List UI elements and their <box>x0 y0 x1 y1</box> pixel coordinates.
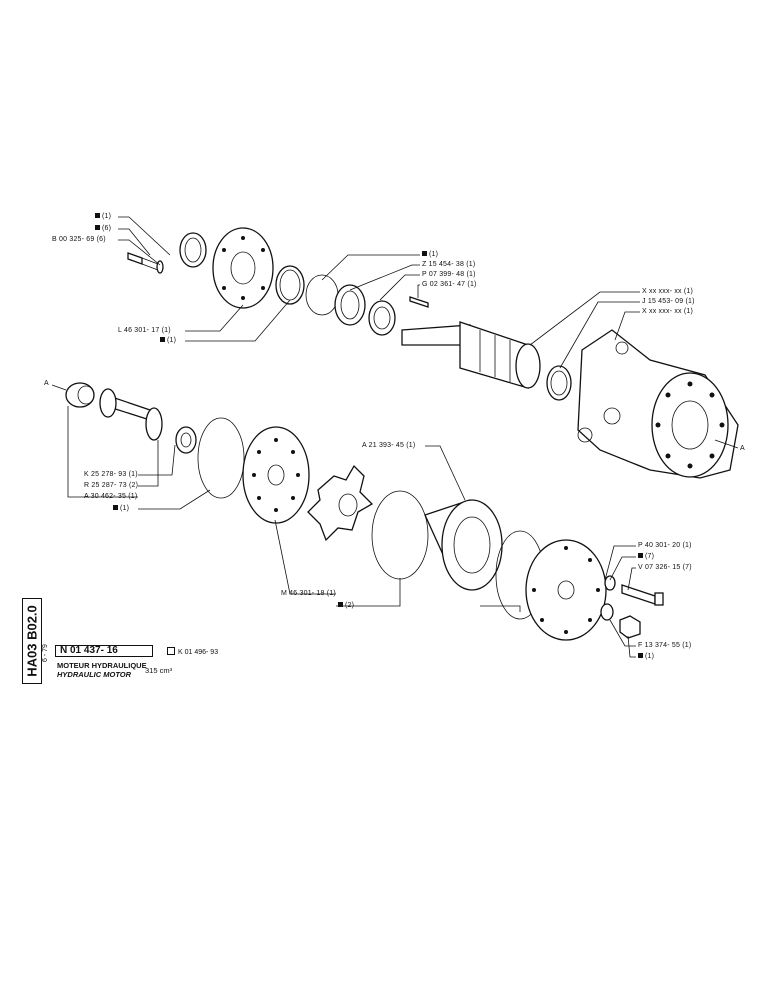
callout-l_b00: B 00 325- 69 (6) <box>52 236 106 243</box>
callout-l_sq1_c: (1) <box>160 337 176 345</box>
filled-square-icon <box>638 553 643 558</box>
bearing-cap <box>65 382 95 408</box>
axis-marker-left: A <box>44 380 49 387</box>
part-number-box: N 01 437- 16 <box>55 645 153 657</box>
callout-l_f13: F 13 374- 55 (1) <box>638 642 692 649</box>
callout-l_x1: X xx xxx- xx (1) <box>642 288 694 295</box>
callout-l_g02: G 02 361- 47 (1) <box>422 281 477 288</box>
filled-square-icon <box>638 653 643 658</box>
axis-marker-right: A <box>740 445 745 452</box>
callout-l_p07: P 07 399- 48 (1) <box>422 271 476 278</box>
o-ring-3 <box>197 417 245 499</box>
callout-l_sq2: (2) <box>338 602 354 610</box>
kit-reference: K 01 496- 93 <box>167 647 218 656</box>
shaft-seal-ring <box>546 365 572 401</box>
callout-l_sq1_d: (1) <box>113 505 129 513</box>
revision-date: 6 - 79 <box>42 644 49 662</box>
thrust-washer <box>334 284 366 326</box>
callout-l_x2: X xx xxx- xx (1) <box>642 308 694 315</box>
o-ring-4 <box>371 490 429 580</box>
end-cover <box>525 539 607 641</box>
sheet-code-box: HA03 B02.0 <box>22 598 42 684</box>
motor-housing <box>577 329 739 479</box>
callout-l_v07: V 07 326- 15 (7) <box>638 564 692 571</box>
callout-l_l46: L 46 301- 17 (1) <box>118 327 171 334</box>
filled-square-icon <box>338 602 343 607</box>
displacement: 315 cm³ <box>145 666 173 675</box>
callout-l_a30: A 30 462- 35 (1) <box>84 493 138 500</box>
needle-bearing <box>368 300 396 336</box>
front-flange <box>212 227 274 309</box>
callout-l_sq1_a: (1) <box>95 213 111 221</box>
stator-ring <box>424 499 503 591</box>
callout-l_a21: A 21 393- 45 (1) <box>362 442 416 449</box>
filled-square-icon <box>160 337 165 342</box>
callout-l_z15: Z 15 454- 38 (1) <box>422 261 476 268</box>
callout-l_r25: R 25 287- 73 (2) <box>84 482 139 489</box>
callout-l_sq6: (6) <box>95 225 111 233</box>
callout-l_p40: P 40 301- 20 (1) <box>638 542 692 549</box>
key-pin <box>409 296 429 308</box>
valve-plate <box>242 426 310 524</box>
filled-square-icon <box>113 505 118 510</box>
washer-plug <box>600 603 641 639</box>
washer-cover-screw <box>604 575 664 606</box>
drive-shaft-gear <box>99 388 163 441</box>
callout-l_m46: M 46 301- 18 (1) <box>281 590 336 597</box>
callout-l_sq1_b: (1) <box>422 251 438 259</box>
seal-ring-small <box>179 232 207 268</box>
callout-l_sq7: (7) <box>638 553 654 561</box>
title-french: MOTEUR HYDRAULIQUE <box>57 661 147 670</box>
filled-square-icon <box>95 213 100 218</box>
rotor-star <box>307 464 374 542</box>
callout-l_sq1_e: (1) <box>638 653 654 661</box>
o-ring-2 <box>305 274 339 316</box>
callout-l_k25: K 25 278- 93 (1) <box>84 471 138 478</box>
output-shaft <box>401 321 541 389</box>
title-english: HYDRAULIC MOTOR <box>57 670 132 679</box>
filled-square-icon <box>422 251 427 256</box>
open-square-icon <box>167 647 175 655</box>
filled-square-icon <box>95 225 100 230</box>
o-ring-1 <box>275 265 305 305</box>
leader-lines <box>51 216 739 658</box>
callout-l_j15: J 15 453- 09 (1) <box>642 298 695 305</box>
bushing <box>175 426 197 454</box>
